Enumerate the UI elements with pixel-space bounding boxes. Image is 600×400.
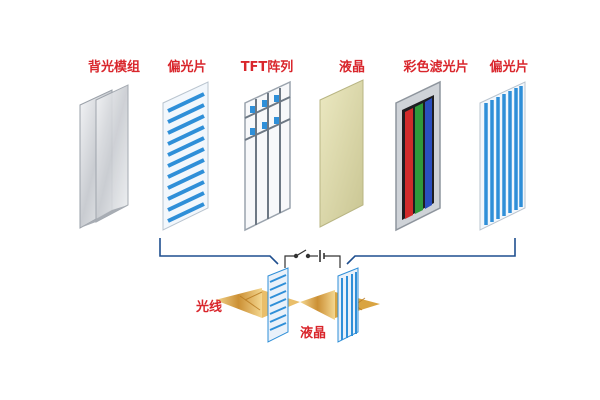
polarizer-icon <box>479 81 526 231</box>
color-filter-icon <box>395 80 441 232</box>
label-color-filter: 彩色滤光片 <box>403 60 469 75</box>
label-liquid-crystal: 液晶 <box>338 60 366 75</box>
label-polarizer-1: 偏光片 <box>167 60 207 75</box>
label-lc-bottom: 液晶 <box>300 326 327 341</box>
label-tft-array: TFT阵列 <box>240 60 294 75</box>
label-light: 光线 <box>196 300 223 315</box>
polarizer-icon <box>337 267 359 343</box>
liquid-crystal-icon <box>319 79 364 228</box>
polarizer-icon <box>267 267 289 343</box>
switch-circuit-icon <box>284 249 341 268</box>
connector-lines <box>159 238 516 265</box>
polarizer-icon <box>162 81 209 231</box>
label-backlight: 背光模组 <box>87 60 141 75</box>
label-polarizer-2: 偏光片 <box>489 60 529 75</box>
backlight-module-icon <box>79 84 129 229</box>
tft-array-icon <box>244 80 291 232</box>
